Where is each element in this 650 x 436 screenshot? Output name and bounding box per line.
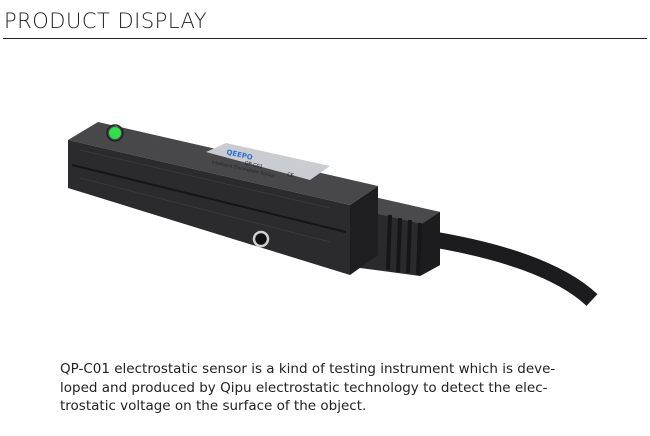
rj-connector: [360, 198, 440, 276]
description-line: loped and produced by Qipu electrostatic…: [60, 379, 548, 396]
product-description: QP-C01 electrostatic sensor is a kind of…: [60, 360, 600, 416]
description-line: trostatic voltage on the surface of the …: [60, 398, 367, 414]
led-indicator: [109, 127, 121, 139]
label-mark: CE: [286, 172, 294, 179]
product-image: QEEPO QP-C01 CE Intelligent Electrostati…: [68, 122, 598, 306]
page-title: PRODUCT DISPLAY: [4, 9, 208, 33]
port-jack: [252, 230, 270, 248]
product-label: [206, 143, 330, 180]
title-divider: [3, 38, 647, 39]
sensor-body: QEEPO QP-C01 CE Intelligent Electrostati…: [68, 122, 378, 275]
description-line: QP-C01 electrostatic sensor is a kind of…: [60, 361, 556, 377]
sensor-cable: [423, 230, 598, 306]
label-model: QP-C01: [244, 160, 263, 170]
